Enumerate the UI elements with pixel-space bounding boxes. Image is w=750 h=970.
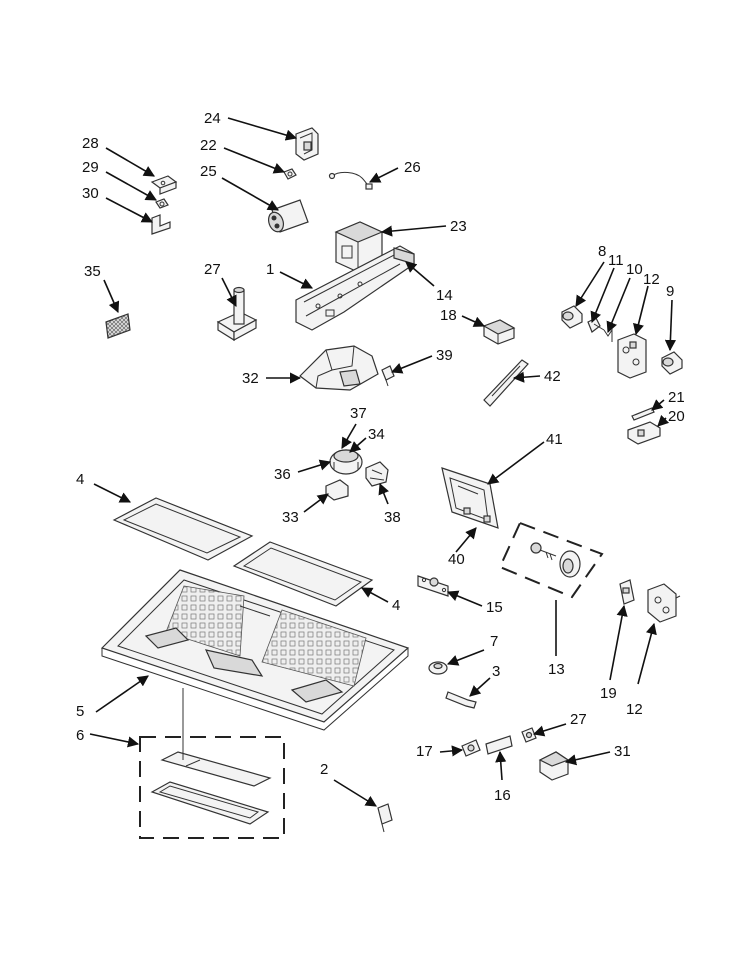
callout-24: 24: [204, 110, 221, 127]
part-1-chassis: [295, 245, 415, 331]
callout-32: 32: [242, 370, 259, 387]
part-36-fan-motor: [329, 437, 363, 475]
callout-35: 35: [84, 263, 101, 280]
part-8-switch: [561, 305, 583, 329]
part-32-fan-housing: [299, 345, 379, 391]
callout-29: 29: [82, 159, 99, 176]
part-21-switch-lever: [631, 407, 655, 421]
callout-8: 8: [598, 243, 606, 260]
callout-39: 39: [436, 347, 453, 364]
callout-5: 5: [76, 703, 84, 720]
part-28-bracket: [150, 175, 178, 195]
part-6-vent-kit: [139, 736, 285, 839]
part-13-stirrer-kit: [498, 521, 604, 599]
callout-19: 19: [600, 685, 617, 702]
callout-36: 36: [274, 466, 291, 483]
callout-4-upper: 4: [76, 471, 84, 488]
callout-12-lower: 12: [626, 701, 643, 718]
callout-33: 33: [282, 509, 299, 526]
part-27-thermostat: [521, 727, 537, 743]
callout-22: 22: [200, 137, 217, 154]
part-12-switch-bracket-upper: [617, 333, 647, 379]
callout-30: 30: [82, 185, 99, 202]
callout-42: 42: [544, 368, 561, 385]
part-35-filter: [105, 313, 131, 339]
part-18-relay: [482, 319, 516, 345]
callout-11: 11: [608, 252, 624, 269]
part-20-switch-holder: [627, 421, 661, 445]
part-33-bracket: [325, 479, 349, 501]
part-26-wire: [328, 171, 373, 190]
callout-34: 34: [368, 426, 385, 443]
part-25-capacitor: [267, 199, 309, 233]
callout-31: 31: [614, 743, 631, 760]
part-2-hook: [377, 803, 393, 833]
part-12-switch-bracket-lower: [647, 583, 681, 623]
part-29-clip: [155, 198, 169, 209]
part-15-coupler: [417, 575, 449, 597]
part-41-door-panel: [441, 467, 499, 529]
part-38-fan-blade: [365, 461, 389, 487]
callout-9: 9: [666, 283, 674, 300]
callout-40: 40: [448, 551, 465, 568]
part-42-latch-bar: [483, 359, 529, 407]
part-39-sensor: [381, 365, 395, 387]
callout-4-lower: 4: [392, 597, 400, 614]
part-30-bracket: [151, 214, 171, 235]
callout-26: 26: [404, 159, 421, 176]
callout-1: 1: [266, 261, 274, 278]
part-4-grease-filter-a: [112, 497, 254, 561]
part-17-lamp: [461, 739, 481, 757]
callout-17: 17: [416, 743, 433, 760]
part-9-switch: [661, 351, 683, 375]
callout-10: 10: [626, 261, 643, 278]
callout-3: 3: [492, 663, 500, 680]
part-7-grommet: [428, 661, 448, 675]
part-22-clip: [283, 168, 297, 180]
callout-12-upper: 12: [643, 271, 660, 288]
callout-leaders: [89, 117, 676, 807]
callout-21: 21: [668, 389, 685, 406]
part-11-switch-arm: [587, 317, 605, 333]
callout-7: 7: [490, 633, 498, 650]
callout-25: 25: [200, 163, 217, 180]
callout-14: 14: [436, 287, 453, 304]
callout-27-upper: 27: [204, 261, 221, 278]
part-3-lamp-socket: [445, 691, 477, 709]
callout-6: 6: [76, 727, 84, 744]
callout-18: 18: [440, 307, 457, 324]
callout-23: 23: [450, 218, 467, 235]
callout-16: 16: [494, 787, 511, 804]
callout-2: 2: [320, 761, 328, 778]
callout-41: 41: [546, 431, 563, 448]
part-16-fuse: [485, 735, 513, 755]
part-27-motor-shaft: [216, 286, 258, 342]
part-19-switch: [619, 579, 635, 605]
part-4-grease-filter-b: [232, 541, 374, 607]
callout-numbers: 24 22 25 26 28 29 30 23 27 1 14 35 8 11 …: [76, 110, 685, 804]
callout-28: 28: [82, 135, 99, 152]
callout-27-lower: 27: [570, 711, 587, 728]
callout-37: 37: [350, 405, 367, 422]
part-31-terminal-block: [538, 751, 570, 781]
part-24-bracket: [295, 127, 319, 161]
callout-38: 38: [384, 509, 401, 526]
callout-13: 13: [548, 661, 565, 678]
part-5-bottom-plate: [100, 569, 410, 731]
callout-15: 15: [486, 599, 503, 616]
callout-20: 20: [668, 408, 685, 425]
